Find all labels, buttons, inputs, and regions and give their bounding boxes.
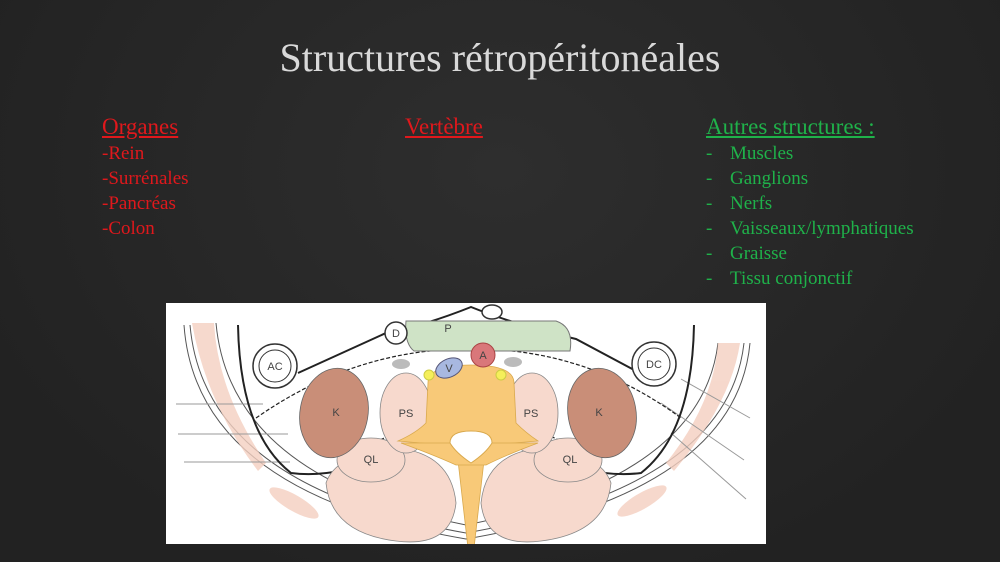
label-psoas-right: PS	[524, 408, 539, 420]
kidney-left-shape	[299, 367, 369, 459]
autres-heading: Autres structures :	[706, 114, 875, 139]
lymph-node	[504, 357, 522, 367]
label-kidney-right: K	[595, 407, 603, 419]
autres-item: -Nerfs	[706, 193, 773, 214]
label-ql-right: QL	[563, 454, 578, 466]
autres-item: -Tissu conjonctif	[706, 268, 853, 289]
label-psoas-left: PS	[399, 408, 414, 420]
kidney-right-shape	[567, 367, 637, 459]
label-ql-left: QL	[364, 454, 379, 466]
retroperitoneum-cross-section: P D A V AC DC K K PS PS QL QL	[166, 303, 766, 544]
organes-item: -Pancréas	[102, 193, 176, 214]
label-ascending-colon: AC	[267, 361, 282, 373]
vena-cava	[435, 357, 463, 379]
pointer-lines	[176, 378, 751, 500]
organes-item: -Colon	[102, 218, 155, 239]
vertebre-column: Vertèbre	[405, 113, 483, 141]
ganglion-right	[495, 369, 507, 381]
label-vein: V	[445, 363, 453, 375]
label-duodenum: D	[392, 328, 400, 340]
quadratus-left	[336, 437, 406, 483]
organes-item: -Rein	[102, 143, 145, 164]
organes-item: -Surrénales	[102, 168, 189, 189]
autres-item: -Ganglions	[706, 168, 809, 189]
spinal-canal	[449, 430, 493, 464]
label-kidney-left: K	[332, 407, 340, 419]
lymph-node	[392, 359, 410, 369]
label-pancreas: P	[444, 323, 451, 335]
autres-column: Autres structures : -Muscles -Ganglions …	[706, 113, 914, 291]
organes-heading: Organes	[102, 114, 179, 139]
aorta	[470, 342, 496, 368]
autres-item: -Vaisseaux/lymphatiques	[706, 218, 914, 239]
slide-title: Structures rétropéritonéales	[279, 35, 721, 80]
label-descending-colon: DC	[646, 359, 662, 371]
autres-item: -Muscles	[706, 143, 794, 164]
ganglion-left	[423, 369, 435, 381]
label-aorta: A	[479, 350, 487, 362]
mesenteric-vessel	[481, 304, 503, 320]
autres-item: -Graisse	[706, 243, 787, 264]
vertebre-heading: Vertèbre	[405, 114, 483, 139]
duodenum	[384, 321, 408, 345]
organes-column: Organes -Rein -Surrénales -Pancréas -Col…	[102, 113, 189, 241]
